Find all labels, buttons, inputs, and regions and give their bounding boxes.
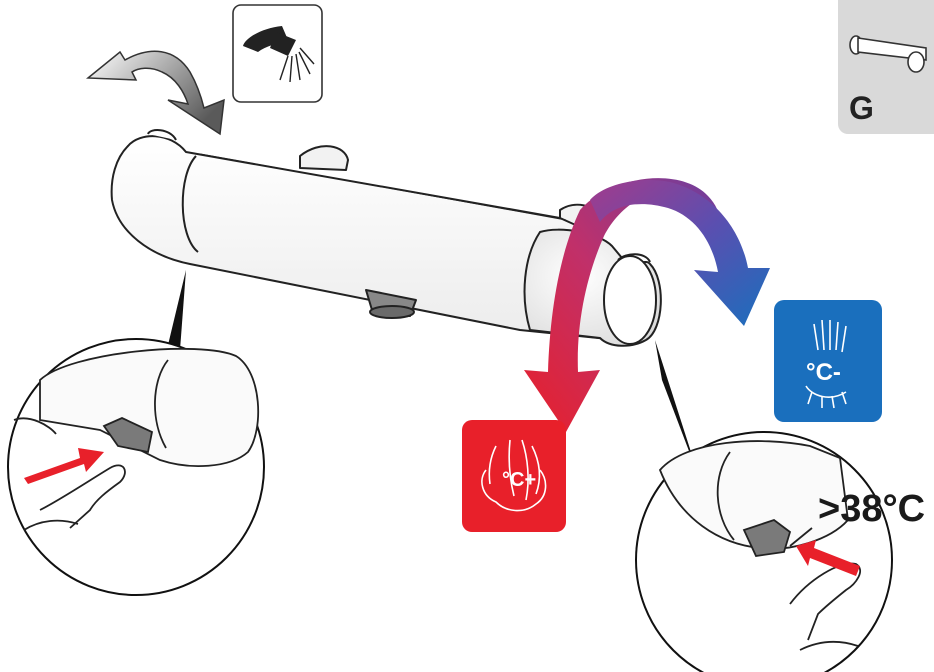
outlet-rotation-arrow: [85, 50, 225, 136]
left-detail-circle: [7, 338, 265, 596]
variant-mixer-thumbnail: [849, 35, 927, 73]
temp-up-glyph: °C+: [502, 469, 536, 491]
temp-down-glyph: °C-: [806, 359, 841, 386]
temperature-decrease-icon: °C-: [774, 300, 882, 422]
mixer-body: [110, 129, 662, 347]
right-leader: [655, 340, 700, 480]
shower-head-icon: [232, 4, 323, 103]
temperature-limit-label: >38°C: [818, 488, 926, 530]
right-detail-circle: [635, 431, 893, 672]
variant-label: G: [849, 90, 874, 126]
temperature-increase-icon: °C+: [462, 420, 566, 532]
left-push-arrow: [24, 448, 104, 484]
temperature-decrease-arrow: [590, 180, 770, 326]
right-push-arrow: [796, 540, 860, 576]
temperature-increase-arrow: [524, 178, 720, 432]
